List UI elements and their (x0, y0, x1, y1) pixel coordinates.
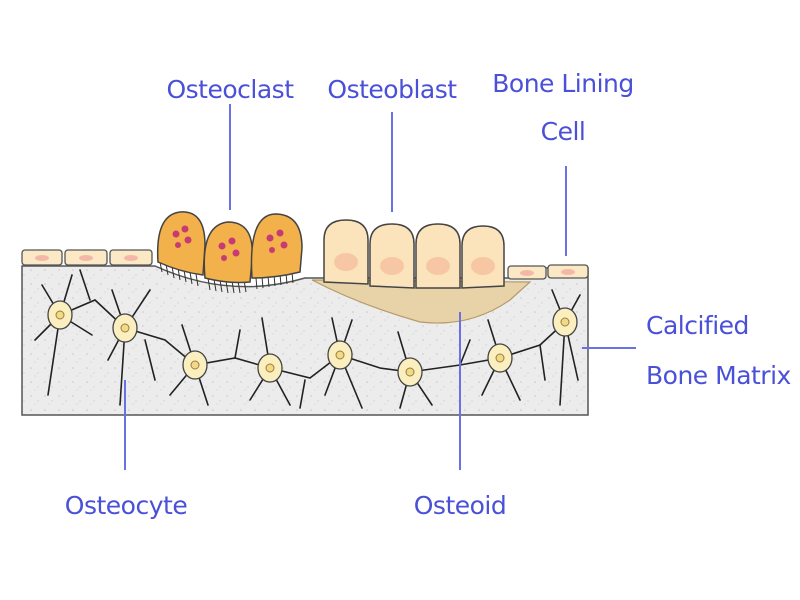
osteoclast-cell (203, 221, 254, 284)
label-bone-lining-line2: Cell (541, 117, 586, 146)
osteoblast-cell (461, 225, 505, 289)
osteoclast-cell (250, 213, 303, 279)
osteocyte-cell (112, 313, 138, 343)
osteoid-layer (311, 279, 532, 324)
label-osteoclast: Osteoclast (166, 75, 294, 104)
label-calcified-line2: Bone Matrix (646, 361, 791, 390)
label-osteocyte: Osteocyte (65, 491, 188, 520)
osteocytes (47, 300, 578, 387)
label-calcified-line1: Calcified (646, 311, 749, 340)
osteoclast-cell (156, 211, 206, 276)
osteoblast-cell (369, 223, 415, 289)
label-osteoid: Osteoid (414, 491, 507, 520)
label-bone-lining-line1: Bone Lining (492, 69, 634, 98)
bone-lining-cells-right (507, 264, 589, 280)
label-osteoblast: Osteoblast (327, 75, 457, 104)
osteoblast-cell (415, 223, 461, 289)
osteocyte-cell (182, 350, 208, 380)
osteocyte-cell (327, 340, 353, 370)
osteoblasts (323, 219, 505, 289)
osteocyte-cell (47, 300, 73, 330)
osteoblast-cell (323, 219, 369, 285)
osteocyte-cell (552, 307, 578, 337)
ruffled-border (159, 261, 294, 294)
osteocyte-cell (487, 343, 513, 373)
osteoclasts (156, 211, 303, 294)
osteocyte-cell (397, 357, 423, 387)
osteocyte-cell (257, 353, 283, 383)
bone-lining-cells-left (21, 249, 153, 266)
